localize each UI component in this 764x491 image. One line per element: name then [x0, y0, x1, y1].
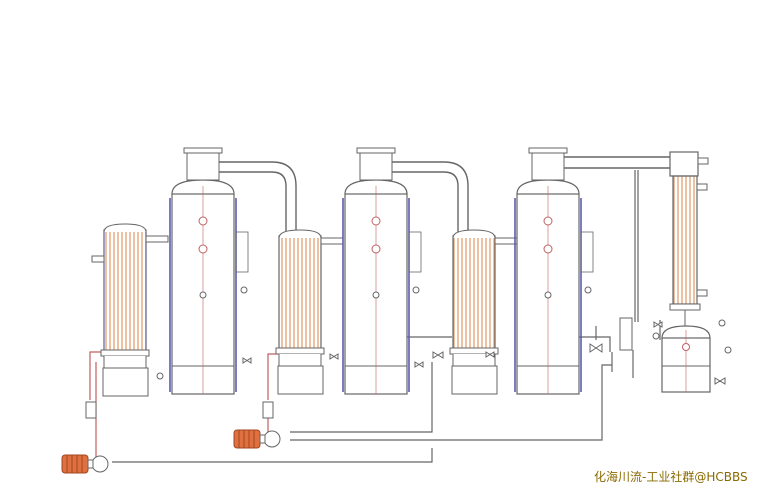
sight-glass-icon	[85, 401, 274, 419]
pump-motor-icon	[233, 429, 281, 449]
heater-3	[449, 229, 518, 395]
condenser	[669, 151, 709, 326]
evaporator-1	[169, 147, 249, 395]
watermark: 化海川流-工业社群@HCBBS	[594, 470, 748, 484]
receiver-tank	[661, 325, 711, 393]
heater-1	[91, 223, 169, 397]
evaporator-3	[514, 147, 594, 395]
evaporator-2	[342, 147, 422, 395]
pump-motor-icon	[61, 454, 109, 474]
pressure-gauge-icon	[156, 286, 732, 380]
valve-icon	[242, 317, 726, 385]
heater-2	[275, 229, 344, 395]
